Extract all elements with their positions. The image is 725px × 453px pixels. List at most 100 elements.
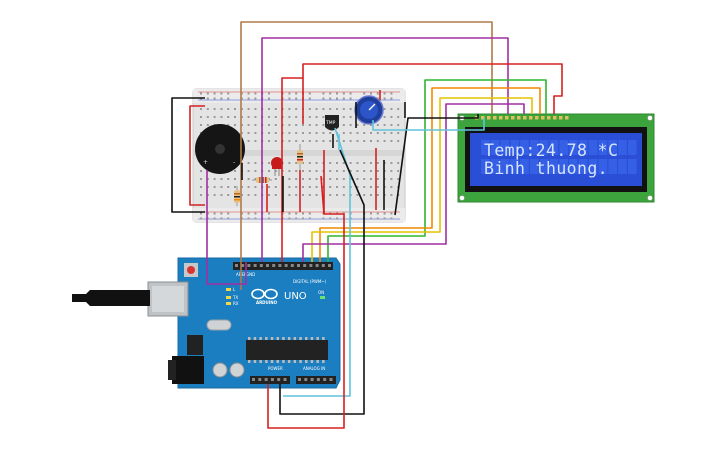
breadboard-hole <box>268 132 270 134</box>
breadboard-hole <box>200 212 202 215</box>
buzzer-plus: + <box>203 159 208 166</box>
breadboard-hole <box>227 92 230 95</box>
lcd-cell <box>481 159 490 174</box>
breadboard-bottom-rail <box>193 208 405 222</box>
breadboard-hole <box>295 92 298 95</box>
breadboard-hole <box>342 170 345 172</box>
breadboard-hole <box>288 162 291 164</box>
breadboard-hole <box>254 92 257 95</box>
chip-pin <box>316 360 319 363</box>
lcd-mount-hole <box>647 195 653 201</box>
breadboard-hole <box>213 212 216 215</box>
breadboard-hole <box>268 124 270 126</box>
breadboard-hole <box>315 108 318 110</box>
breadboard-hole <box>370 140 372 142</box>
lcd-module: Temp:24.78 *C Binh thuong. <box>457 113 655 203</box>
lcd-cell <box>539 140 549 155</box>
buzzer-minus: - <box>233 159 235 166</box>
lcd-cell <box>510 140 519 155</box>
breadboard-hole <box>288 186 291 188</box>
power-jack-barrel <box>168 360 176 380</box>
breadboard-hole <box>274 194 277 196</box>
breadboard-hole <box>383 124 386 126</box>
breadboard-hole <box>254 132 257 134</box>
breadboard-hole <box>274 116 277 118</box>
chip-pin <box>316 337 319 340</box>
breadboard-hole <box>288 116 291 118</box>
lcd-cell <box>618 140 627 155</box>
breadboard-hole <box>383 140 386 142</box>
breadboard-hole <box>213 178 216 180</box>
lcd-line-2: Binh thuong. <box>484 159 608 178</box>
breadboard-hole <box>356 140 359 142</box>
breadboard-hole <box>295 178 298 180</box>
capacitor <box>212 362 228 378</box>
breadboard-hole <box>234 124 236 126</box>
breadboard-hole <box>370 186 372 188</box>
on-label: ON <box>318 290 324 295</box>
header-pin <box>284 264 288 267</box>
breadboard-hole <box>295 170 298 172</box>
lcd-cell <box>490 159 500 174</box>
lcd-pin <box>487 116 491 120</box>
breadboard-hole <box>363 124 366 126</box>
breadboard-hole <box>349 170 352 172</box>
wire-orange <box>319 87 541 262</box>
breadboard-hole <box>295 116 298 118</box>
header-pin <box>266 264 269 267</box>
breadboard-hole <box>254 170 257 172</box>
lcd-cell <box>500 159 510 174</box>
lcd-line-1: Temp:24.78 *C <box>484 141 618 160</box>
breadboard-hole <box>356 124 359 126</box>
breadboard-hole <box>342 92 345 95</box>
breadboard-hole <box>288 217 291 220</box>
atmega-chip-pins <box>248 337 325 363</box>
breadboard-hole <box>349 124 352 126</box>
breadboard-hole <box>397 108 400 110</box>
lcd-cell <box>539 159 549 174</box>
breadboard-hole <box>336 140 338 142</box>
breadboard-hole <box>315 132 318 134</box>
lcd-cell <box>530 159 539 174</box>
breadboard-hole <box>247 170 250 172</box>
breadboard-hole <box>342 108 345 110</box>
header-pin <box>316 378 320 381</box>
breadboard-hole <box>308 116 311 118</box>
breadboard-hole <box>363 140 366 142</box>
arduino-logo: ARDUINO <box>251 288 278 305</box>
breadboard-hole <box>363 132 366 134</box>
breadboard-hole <box>322 116 325 118</box>
header-pin <box>272 264 276 267</box>
breadboard-hole <box>220 178 223 180</box>
breadboard-hole <box>370 170 372 172</box>
breadboard-hole <box>274 178 277 180</box>
breadboard-hole <box>302 217 304 220</box>
breadboard-hole <box>220 186 223 188</box>
lcd-cell <box>510 159 519 174</box>
lcd-pin <box>529 116 533 120</box>
breadboard-hole <box>268 170 270 172</box>
tx-led <box>226 296 231 299</box>
breadboard-hole <box>220 97 223 100</box>
temperature-sensor: TMP <box>325 115 339 131</box>
breadboard-hole <box>390 162 393 164</box>
header-pin <box>297 264 300 267</box>
wire-cyan <box>283 127 351 397</box>
header-pin <box>264 378 268 381</box>
breadboard-hole <box>234 116 236 118</box>
breadboard-hole <box>390 124 393 126</box>
breadboard-hole <box>213 108 216 110</box>
breadboard-hole <box>383 116 386 118</box>
breadboard-hole <box>315 140 318 142</box>
header-pin <box>241 264 245 267</box>
power-analog-header-pins <box>252 378 333 381</box>
breadboard-hole <box>220 194 223 196</box>
breadboard-hole <box>274 132 277 134</box>
breadboard-hole <box>356 170 359 172</box>
breadboard-hole <box>308 217 311 220</box>
header-pin <box>310 378 314 381</box>
breadboard-hole <box>295 140 298 142</box>
breadboard-top-rail <box>193 89 405 103</box>
header-pin <box>329 378 333 381</box>
